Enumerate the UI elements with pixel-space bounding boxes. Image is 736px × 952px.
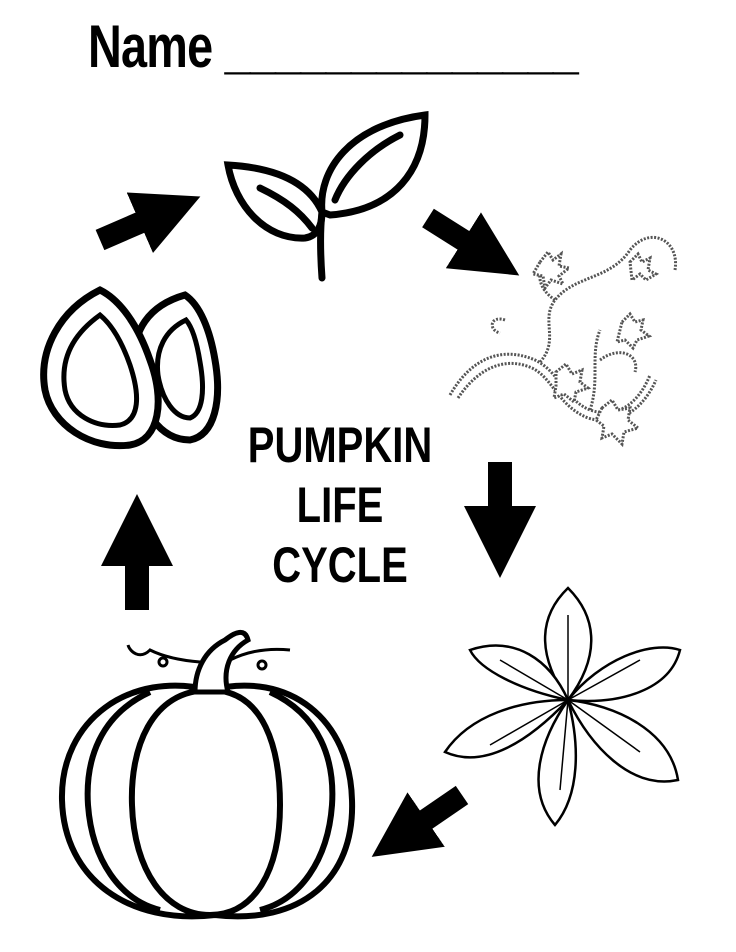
title-line-3: CYCLE: [272, 537, 408, 593]
arrow-flower-to-pumpkin: [371, 785, 469, 857]
worksheet-title: PUMPKIN LIFE CYCLE: [220, 415, 460, 595]
vine-icon: [448, 236, 677, 448]
arrow-sprout-to-vine: [422, 208, 520, 276]
sprout-icon: [223, 110, 429, 282]
pumpkin-icon: [58, 630, 356, 920]
seeds-icon: [40, 286, 222, 450]
arrow-seeds-to-sprout: [95, 192, 201, 254]
name-field-label: Name ______________: [88, 13, 579, 80]
flower-icon: [443, 586, 682, 827]
title-line-1: PUMPKIN: [247, 417, 433, 473]
title-line-2: LIFE: [296, 477, 384, 533]
